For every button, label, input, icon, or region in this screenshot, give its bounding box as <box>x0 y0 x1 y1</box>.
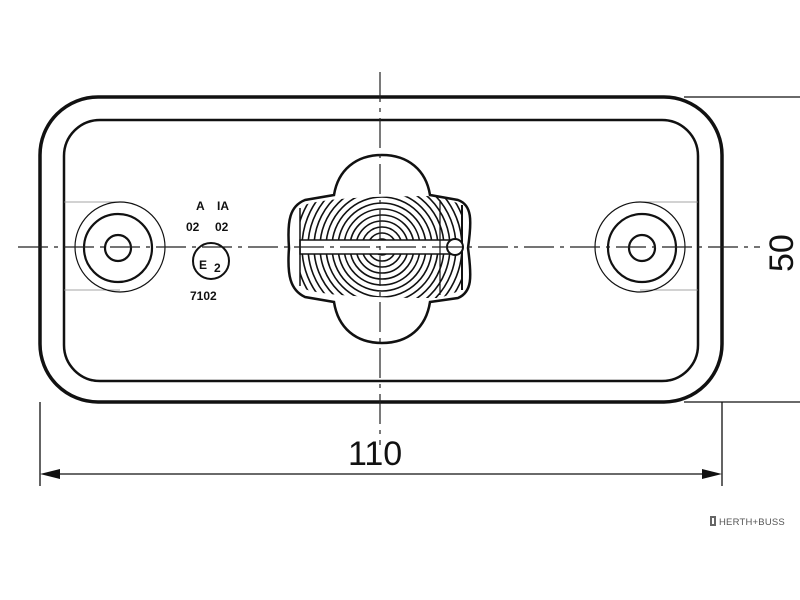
height-dimension <box>684 96 800 403</box>
marking-col2-header: IA <box>217 199 229 213</box>
screw-boss-outline-left <box>64 201 120 291</box>
herth-buss-logo-icon <box>710 516 716 526</box>
approval-code: 7102 <box>190 289 217 303</box>
screw-boss-outline-right <box>640 201 698 291</box>
width-dimension <box>39 402 723 486</box>
e-approval-mark: E 2 <box>192 242 230 280</box>
width-dimension-label: 110 <box>348 435 402 473</box>
watermark-text: HERTH+BUSS <box>719 517 785 528</box>
marking-col2-value: 02 <box>215 220 229 234</box>
svg-text:2: 2 <box>214 261 221 275</box>
lamp-outer-outline <box>38 95 724 404</box>
marking-col1-value: 02 <box>186 220 200 234</box>
marking-col1-header: A <box>196 199 205 213</box>
lens-housing <box>287 153 472 345</box>
height-dimension-label: 50 <box>763 234 800 272</box>
lamp-inner-frame <box>62 118 700 383</box>
svg-text:E: E <box>199 258 207 272</box>
